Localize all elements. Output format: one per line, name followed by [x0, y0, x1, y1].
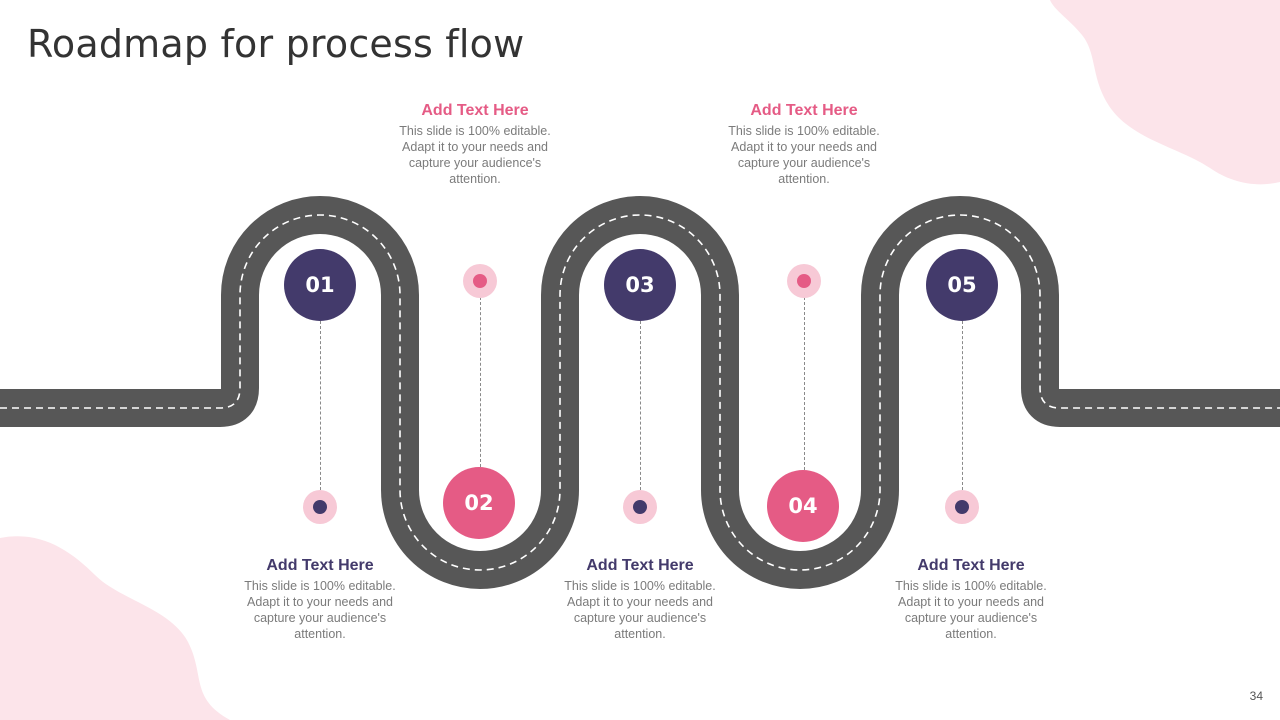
- bottom-left-blob: [0, 536, 230, 720]
- step-text-04: Add Text Here This slide is 100% editabl…: [719, 102, 889, 187]
- step-body: This slide is 100% editable. Adapt it to…: [728, 124, 880, 186]
- connector-line-04: [804, 297, 805, 470]
- step-heading: Add Text Here: [421, 102, 529, 119]
- page-number: 34: [1249, 689, 1263, 703]
- step-circle-01: 01: [284, 249, 356, 321]
- connector-line-02: [480, 297, 481, 467]
- step-body: This slide is 100% editable. Adapt it to…: [244, 579, 396, 641]
- marker-dot-05: [945, 490, 979, 524]
- page-title: Roadmap for process flow: [27, 22, 525, 66]
- step-body: This slide is 100% editable. Adapt it to…: [895, 579, 1047, 641]
- connector-line-05: [962, 321, 963, 490]
- connector-line-01: [320, 321, 321, 490]
- step-circle-04: 04: [767, 470, 839, 542]
- marker-dot-04: [787, 264, 821, 298]
- marker-dot-03: [623, 490, 657, 524]
- step-text-01: Add Text Here This slide is 100% editabl…: [235, 557, 405, 642]
- marker-dot-02: [463, 264, 497, 298]
- marker-dot-01: [303, 490, 337, 524]
- step-heading: Add Text Here: [917, 557, 1025, 574]
- step-heading: Add Text Here: [750, 102, 858, 119]
- step-circle-05: 05: [926, 249, 998, 321]
- step-heading: Add Text Here: [266, 557, 374, 574]
- step-text-03: Add Text Here This slide is 100% editabl…: [555, 557, 725, 642]
- top-right-blob: [1050, 0, 1280, 185]
- step-heading: Add Text Here: [586, 557, 694, 574]
- step-circle-03: 03: [604, 249, 676, 321]
- connector-line-03: [640, 321, 641, 490]
- step-text-02: Add Text Here This slide is 100% editabl…: [390, 102, 560, 187]
- step-body: This slide is 100% editable. Adapt it to…: [399, 124, 551, 186]
- step-body: This slide is 100% editable. Adapt it to…: [564, 579, 716, 641]
- step-text-05: Add Text Here This slide is 100% editabl…: [886, 557, 1056, 642]
- step-circle-02: 02: [443, 467, 515, 539]
